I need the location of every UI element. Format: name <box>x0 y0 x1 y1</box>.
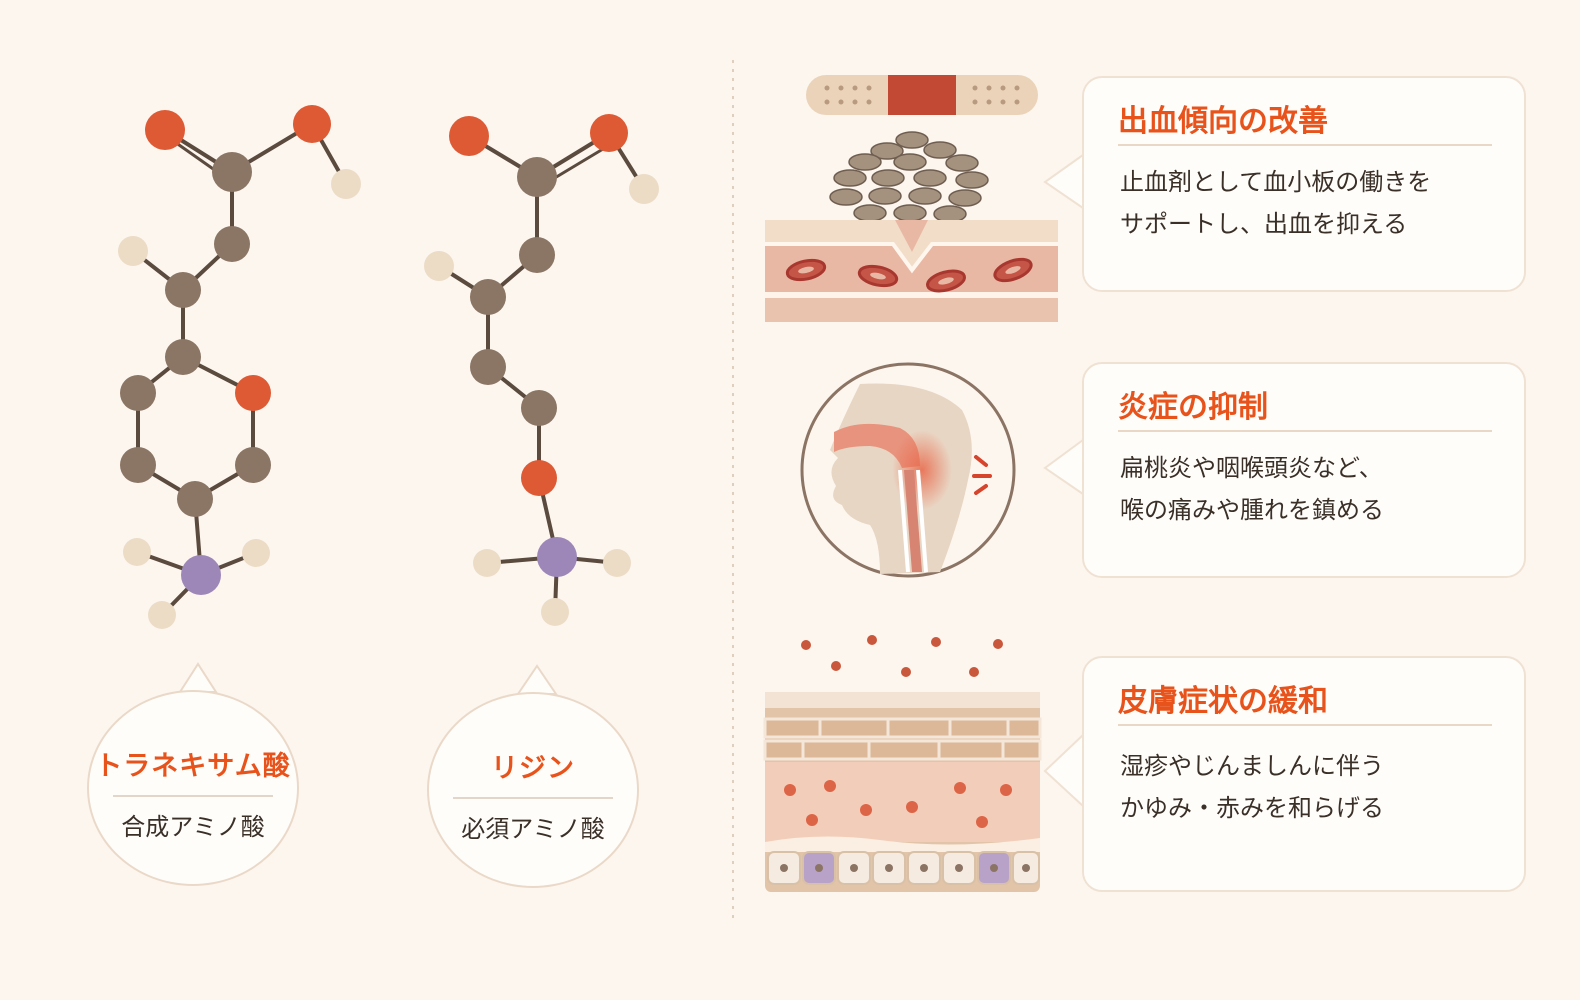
carbon-atom <box>214 226 250 262</box>
lysine-label: リジン 必須アミノ酸 <box>427 692 639 888</box>
effect-callout-skin: 皮膚症状の緩和 湿疹やじんましんに伴う かゆみ・赤みを和らげる <box>1082 656 1526 892</box>
effect-description-line: 湿疹やじんましんに伴う <box>1120 752 1384 780</box>
carbon-atom <box>120 375 156 411</box>
bandage-platelets-icon <box>765 75 1058 322</box>
effect-title: 炎症の抑制 <box>1118 390 1268 425</box>
oxygen-atom <box>145 110 185 150</box>
divider <box>1118 724 1492 726</box>
molecule-type: 合成アミノ酸 <box>121 813 265 841</box>
lysine-molecule-icon <box>424 114 659 626</box>
effect-callout-bleeding: 出血傾向の改善 止血剤として血小板の働きを サポートし、出血を抑える <box>1082 76 1526 292</box>
callout-pointer <box>1043 734 1084 807</box>
carbon-atom <box>517 157 557 197</box>
hydrogen-atom <box>123 538 151 566</box>
effect-callout-inflammation: 炎症の抑制 扁桃炎や咽喉頭炎など、 喉の痛みや腫れを鎮める <box>1082 362 1526 578</box>
carbon-atom <box>165 339 201 375</box>
divider <box>1118 430 1492 432</box>
nitrogen-atom <box>181 555 221 595</box>
hydrogen-atom <box>242 539 270 567</box>
carbon-atom <box>519 237 555 273</box>
oxygen-atom <box>449 116 489 156</box>
throat-profile-icon <box>800 362 1016 578</box>
divider <box>1118 144 1492 146</box>
effect-description-line: 喉の痛みや腫れを鎮める <box>1120 496 1384 524</box>
effect-description-line: かゆみ・赤みを和らげる <box>1120 794 1384 822</box>
effect-title: 皮膚症状の緩和 <box>1118 684 1328 719</box>
callout-pointer <box>1043 154 1084 209</box>
divider <box>113 795 273 797</box>
carbon-atom <box>120 447 156 483</box>
effect-title: 出血傾向の改善 <box>1118 104 1328 139</box>
effect-description-line: サポートし、出血を抑える <box>1120 210 1408 238</box>
skin-layers-icon <box>763 635 1042 892</box>
molecule-name: リジン <box>491 753 575 784</box>
tranexamic-acid-label: トラネキサム酸 合成アミノ酸 <box>87 690 299 886</box>
carbon-atom <box>165 272 201 308</box>
hydrogen-atom <box>629 174 659 204</box>
hydrogen-atom <box>424 251 454 281</box>
hydrogen-atom <box>603 549 631 577</box>
nitrogen-atom <box>537 537 577 577</box>
effect-description-line: 止血剤として血小板の働きを <box>1120 168 1432 196</box>
callout-pointer <box>1043 439 1084 495</box>
carbon-atom <box>521 390 557 426</box>
hydrogen-atom <box>541 598 569 626</box>
oxygen-atom <box>235 375 271 411</box>
carbon-atom <box>212 152 252 192</box>
oxygen-atom <box>521 460 557 496</box>
carbon-atom <box>470 349 506 385</box>
carbon-atom <box>235 447 271 483</box>
carbon-atom <box>470 279 506 315</box>
bubble-pointer <box>178 662 218 693</box>
oxygen-atom <box>293 105 331 143</box>
molecule-name: トラネキサム酸 <box>95 751 291 782</box>
hydrogen-atom <box>148 601 176 629</box>
hydrogen-atom <box>118 236 148 266</box>
oxygen-atom <box>590 114 628 152</box>
hydrogen-atom <box>331 169 361 199</box>
molecule-type: 必須アミノ酸 <box>461 815 605 843</box>
effect-description-line: 扁桃炎や咽喉頭炎など、 <box>1120 454 1383 482</box>
hydrogen-atom <box>473 549 501 577</box>
carbon-atom <box>177 481 213 517</box>
tranexamic-acid-molecule-icon <box>118 105 361 629</box>
bubble-pointer <box>516 664 558 695</box>
divider <box>453 797 613 799</box>
